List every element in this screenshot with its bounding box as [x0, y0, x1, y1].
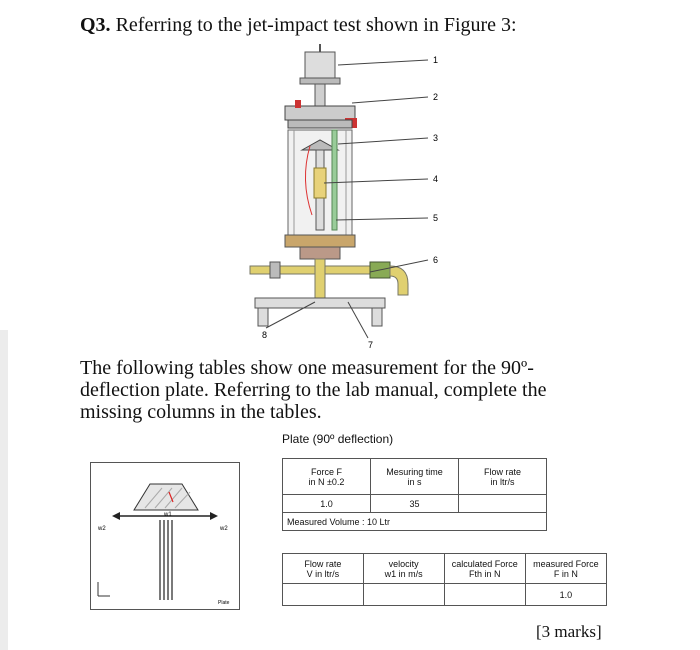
cell-time: 35: [369, 494, 460, 513]
figure-label-6: 6: [433, 255, 438, 265]
deflection-plate-diagram: w1 w2 w2 Plate: [90, 462, 240, 610]
w2-right-label: w2: [219, 526, 228, 532]
figure-label-3: 3: [433, 133, 438, 143]
measured-volume: Measured Volume : 10 Ltr: [282, 512, 547, 531]
marks-label: [3 marks]: [536, 622, 602, 641]
question-title: Q3. Referring to the jet-impact test sho…: [80, 14, 517, 36]
plate-label: Plate: [218, 600, 230, 606]
figure-label-4: 4: [433, 174, 438, 184]
instruction-paragraph: The following tables show one measuremen…: [80, 357, 547, 423]
figure-label-1: 1: [433, 55, 438, 65]
w2-left-label: w2: [97, 526, 106, 532]
cell-flow-rate-v[interactable]: [282, 583, 364, 606]
plate-caption: Plate (90º deflection): [282, 432, 394, 446]
cell-force: 1.0: [282, 494, 371, 513]
jet-impact-apparatus-figure: 1 2 3 4 5 6 7 8: [249, 44, 438, 350]
figure-label-7: 7: [368, 340, 373, 350]
cell-calculated-force[interactable]: [443, 583, 526, 606]
cell-velocity[interactable]: [362, 583, 445, 606]
w1-label: w1: [163, 512, 172, 518]
cell-measured-force: 1.0: [524, 583, 608, 606]
cell-flow-rate[interactable]: [458, 494, 547, 513]
figure-label-2: 2: [433, 92, 438, 102]
figure-label-5: 5: [433, 213, 438, 223]
figure-label-8: 8: [262, 330, 267, 340]
left-margin-bar: [0, 330, 8, 650]
